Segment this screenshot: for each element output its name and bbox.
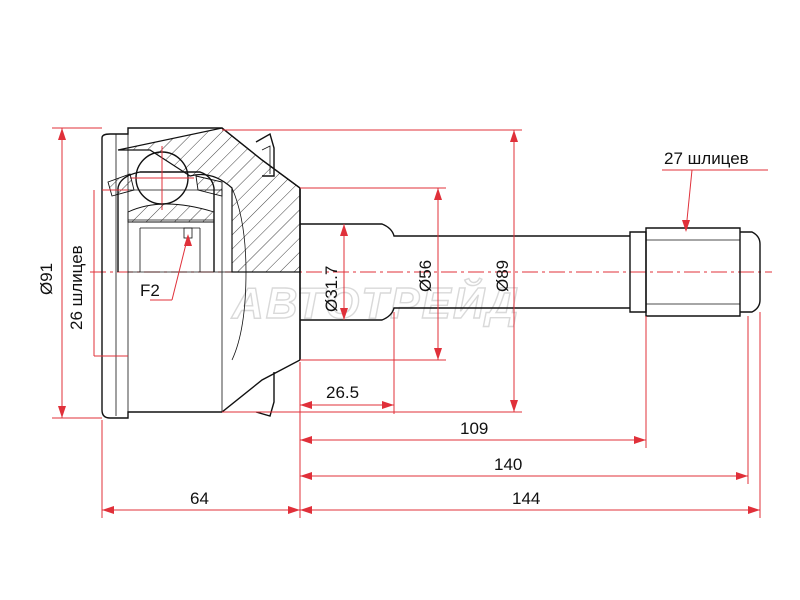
dim-diameter-56: Ø56	[416, 260, 435, 292]
label-27-splines: 27 шлицев	[664, 149, 749, 168]
cage-hatch-left	[107, 173, 135, 197]
dim-diameter-31-7: Ø31.7	[322, 266, 341, 312]
dim-diameter-91: Ø91	[37, 263, 56, 295]
joint-housing	[101, 127, 301, 419]
shaft	[299, 188, 761, 360]
cage-hatch	[127, 203, 215, 223]
dim-length-109: 109	[460, 419, 488, 438]
label-f2: F2	[140, 281, 160, 300]
dim-length-144: 144	[512, 489, 540, 508]
dim-length-64: 64	[190, 489, 209, 508]
dimension-lines	[52, 127, 768, 518]
dim-length-26-5: 26.5	[326, 383, 359, 402]
cage-hatch-right	[195, 175, 223, 197]
dim-length-140: 140	[494, 455, 522, 474]
housing-hatched-section	[117, 127, 301, 273]
label-26-splines: 26 шлицев	[67, 245, 86, 330]
dim-diameter-89: Ø89	[493, 260, 512, 292]
